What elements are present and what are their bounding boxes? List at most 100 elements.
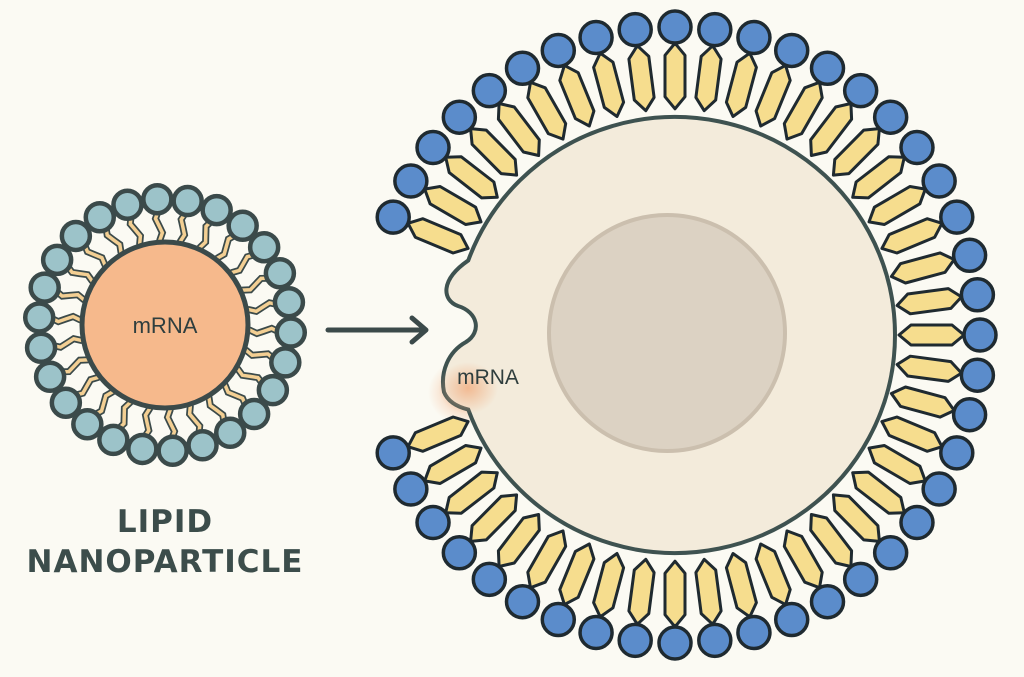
mrna-core (79, 239, 251, 411)
phospholipid-head (415, 504, 451, 541)
phospholipid-head (899, 129, 935, 166)
phospholipid-tail (406, 415, 470, 453)
phospholipid-tail (851, 470, 906, 515)
phospholipid-head (736, 614, 772, 651)
phospholipid-head (773, 601, 810, 638)
phospholipid-tail (880, 217, 944, 255)
lipid-head (97, 423, 130, 457)
phospholipid-head (657, 625, 693, 661)
phospholipid-tail (592, 552, 626, 619)
lipid-head (226, 209, 259, 243)
nucleus (547, 213, 787, 453)
lipid-tail-fill (49, 314, 82, 324)
lipid-tail-fill (248, 326, 281, 336)
phospholipid-head (962, 317, 998, 353)
phospholipid-tail (496, 513, 541, 568)
lipid-head (200, 193, 233, 227)
lipid-head (263, 256, 297, 290)
phospholipid-head (617, 622, 653, 659)
phospholipid-tail (867, 185, 927, 226)
phospholipid-tail (754, 63, 792, 128)
phospholipid-head (375, 199, 411, 235)
lipid-head (22, 301, 56, 334)
cell-mrna-label: mRNA (457, 366, 519, 389)
lnp-title-line-1: LIPID (116, 504, 214, 540)
lipid-head (83, 200, 117, 234)
lnp-title-line-2: NANOPARTICLE (26, 544, 304, 580)
phospholipid-tail (444, 155, 499, 200)
phospholipid-head (617, 11, 653, 48)
phospholipid-head (578, 614, 614, 651)
lipid-head (186, 429, 219, 462)
phospholipid-tail (663, 559, 687, 629)
lipid-head (59, 219, 93, 253)
phospholipid-head (842, 72, 879, 109)
lipid-tail-fill (104, 225, 123, 255)
phospholipid-tail (469, 127, 519, 177)
phospholipid-head (441, 99, 478, 135)
phospholipid-tail (526, 529, 568, 590)
phospholipid-tail (469, 493, 519, 543)
phospholipid-head (504, 583, 541, 620)
lipid-tail-fill (244, 348, 276, 361)
phospholipid-head (540, 32, 577, 69)
lipid-tail-fill (59, 358, 90, 374)
phospholipid-head (471, 72, 508, 109)
lipid-head (40, 243, 74, 277)
lipid-head (274, 316, 308, 349)
phospholipid-tail (809, 102, 854, 157)
phospholipid-head (809, 583, 846, 620)
phospholipid-head (657, 9, 693, 45)
phospholipid-tail (782, 80, 824, 141)
lipid-tail-fill (165, 408, 177, 441)
lipid-tail-fill (246, 300, 279, 314)
phospholipid-tail (782, 529, 824, 590)
lipid-tail-fill (92, 390, 115, 417)
lnp-title: LIPID NANOPARTICLE (0, 502, 330, 582)
lipid-head (24, 331, 58, 365)
lipid-head (111, 188, 144, 221)
lipid-head (126, 432, 159, 466)
phospholipid-head (441, 535, 478, 571)
lipid-head (49, 386, 83, 419)
lipid-head (247, 231, 281, 264)
lipid-tail-fill (73, 375, 100, 398)
lipid-tail-fill (65, 264, 94, 283)
phospholipid-head (736, 19, 772, 56)
phospholipid-head (773, 32, 810, 69)
phospholipid-tail (526, 80, 568, 141)
phospholipid-head (540, 601, 577, 638)
lipid-head (33, 360, 67, 394)
lipid-tail-fill (128, 214, 143, 246)
lipid-tail-fill (198, 219, 214, 250)
lipid-tail-fill (236, 367, 265, 386)
phospholipid-head (842, 561, 879, 598)
lipid-head (272, 285, 306, 319)
lipid-tail-fill (116, 400, 132, 431)
lipid-head (141, 182, 174, 216)
phospholipid-head (959, 277, 996, 313)
phospholipid-head (872, 535, 909, 571)
phospholipid-head (809, 50, 846, 87)
phospholipid-tail (889, 251, 956, 285)
phospholipid-head (415, 129, 451, 166)
phospholipid-head (504, 50, 541, 87)
phospholipid-tail (444, 470, 499, 515)
phospholipid-tail (558, 542, 596, 607)
phospholipid-tail (754, 542, 792, 607)
lipid-head (71, 407, 104, 441)
lipid-head (171, 184, 204, 218)
phospholipid-head (951, 396, 988, 433)
phospholipid-tail (724, 51, 758, 118)
phospholipid-head (951, 237, 988, 274)
phospholipid-head (375, 435, 411, 471)
phospholipid-head (393, 163, 429, 199)
cell (375, 9, 998, 661)
phospholipid-tail (592, 51, 626, 118)
phospholipid-tail (423, 185, 483, 226)
phospholipid-tail (496, 102, 541, 157)
phospholipid-tail (895, 354, 963, 383)
lipid-tail-fill (207, 395, 226, 425)
phospholipid-tail (627, 557, 656, 626)
